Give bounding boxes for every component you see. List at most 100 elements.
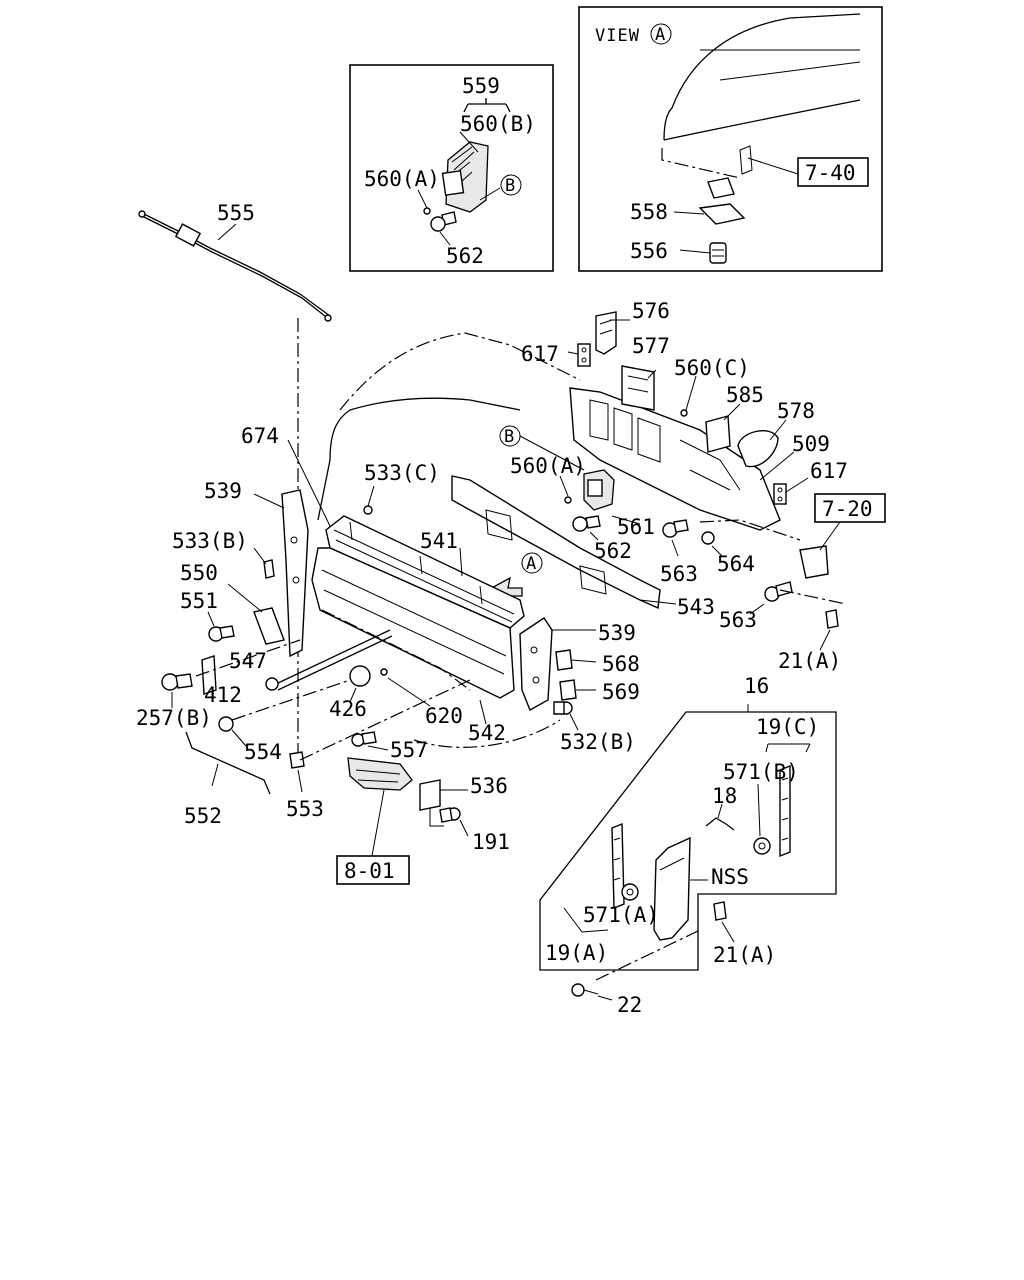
leader-533b (253, 547, 267, 565)
guide-left-fasteners (195, 639, 471, 761)
part-560c-clip (680, 409, 688, 417)
label-543: 543 (677, 595, 715, 619)
part-542-panel (311, 547, 515, 699)
part-543-beam (451, 475, 661, 610)
label-18: 18 (712, 784, 737, 808)
ref-box-8-01[interactable] (336, 855, 410, 885)
part-412-bracket (201, 655, 217, 695)
leader-577 (647, 369, 657, 379)
part-577-panel (621, 365, 655, 411)
part-550-plate (253, 607, 285, 645)
label-557: 557 (390, 738, 428, 762)
part-617-right-plate (773, 483, 787, 505)
view-a-cab-outline (663, 13, 861, 141)
label-577: 577 (632, 334, 670, 358)
leader-8-01 (371, 789, 385, 857)
inset-view-title: VIEW (595, 26, 640, 46)
part-426-grommet (349, 665, 371, 687)
label-617-right: 617 (810, 459, 848, 483)
leader-560a-main (559, 475, 569, 497)
leader-18 (717, 803, 723, 819)
label-541: 541 (420, 529, 458, 553)
part-559-housing (441, 141, 489, 213)
leader-564 (711, 545, 723, 557)
part-21a-bottom-clip (713, 901, 727, 921)
leader-560a-inset (417, 189, 428, 209)
part-562-main-bolt (572, 515, 601, 532)
label-576: 576 (632, 299, 670, 323)
label-554: 554 (244, 740, 282, 764)
part-585-pad (705, 415, 731, 453)
part-191-bolt (439, 807, 461, 823)
part-552-link-rod (185, 731, 271, 795)
leader-571b (757, 783, 761, 837)
leader-560c (685, 375, 697, 411)
leader-559 (463, 98, 511, 113)
guide-lower-right (413, 719, 561, 748)
ref-box-7-20[interactable] (814, 493, 886, 523)
leader-19c (765, 743, 811, 753)
part-560a-inset-clip (423, 207, 431, 215)
label-542: 542 (468, 721, 506, 745)
label-ref-7-20[interactable]: 7-20 (822, 497, 873, 521)
part-539-left-bracket (281, 489, 309, 658)
leader-533c (367, 485, 375, 507)
label-551: 551 (180, 589, 218, 613)
part-19c-strip (779, 764, 791, 858)
label-22: 22 (617, 993, 642, 1017)
label-559: 559 (462, 74, 500, 98)
label-560c: 560(C) (674, 356, 750, 380)
view-a-marker (650, 23, 672, 45)
ref-box-7-40[interactable] (797, 157, 869, 187)
cab-roof-edge (329, 397, 521, 461)
part-lamp-assembly (347, 757, 413, 791)
part-7-20-bracket (799, 545, 829, 579)
label-571a: 571(A) (583, 903, 659, 927)
label-571b: 571(B) (723, 760, 799, 784)
part-533c-clip (363, 505, 373, 515)
part-562-inset-bolt (430, 211, 457, 232)
label-533b: 533(B) (172, 529, 248, 553)
part-533b-clip (263, 559, 275, 579)
part-532b-bolt (553, 701, 573, 715)
label-561: 561 (617, 515, 655, 539)
label-circle-b-inset: B (505, 176, 516, 196)
circle-a-main-marker (521, 552, 543, 574)
leader-539-left (253, 493, 285, 509)
leader-191 (459, 819, 469, 837)
leader-563-b (749, 603, 765, 615)
label-ref-8-01[interactable]: 8-01 (344, 859, 395, 883)
label-257b: 257(B) (136, 706, 212, 730)
label-558: 558 (630, 200, 668, 224)
part-617-top-plate (577, 343, 591, 367)
leader-557 (367, 745, 389, 751)
label-539-left: 539 (204, 479, 242, 503)
leader-620 (387, 677, 431, 707)
leader-554 (231, 729, 247, 747)
label-ref-7-40[interactable]: 7-40 (805, 161, 856, 185)
part-551-bolt (208, 625, 235, 642)
label-412: 412 (204, 683, 242, 707)
part-557-bolt (351, 731, 377, 747)
part-19a-strip (611, 822, 625, 910)
part-555-cable (138, 210, 332, 322)
label-552: 552 (184, 804, 222, 828)
part-547-rod (265, 629, 393, 691)
part-571a-grommet (621, 883, 639, 901)
label-539-right: 539 (598, 621, 636, 645)
part-558-bracket (698, 145, 753, 225)
label-19a: 19(A) (545, 941, 608, 965)
view-a-dashed-guide (661, 148, 741, 179)
label-16: 16 (744, 674, 769, 698)
label-564: 564 (717, 552, 755, 576)
part-569-pad (559, 679, 577, 701)
cab-pillar-edge (317, 459, 331, 521)
leader-553 (297, 769, 303, 793)
label-19c: 19(C) (756, 715, 819, 739)
leader-541 (459, 547, 463, 577)
label-550: 550 (180, 561, 218, 585)
label-509: 509 (792, 432, 830, 456)
part-576-bracket (595, 311, 617, 355)
